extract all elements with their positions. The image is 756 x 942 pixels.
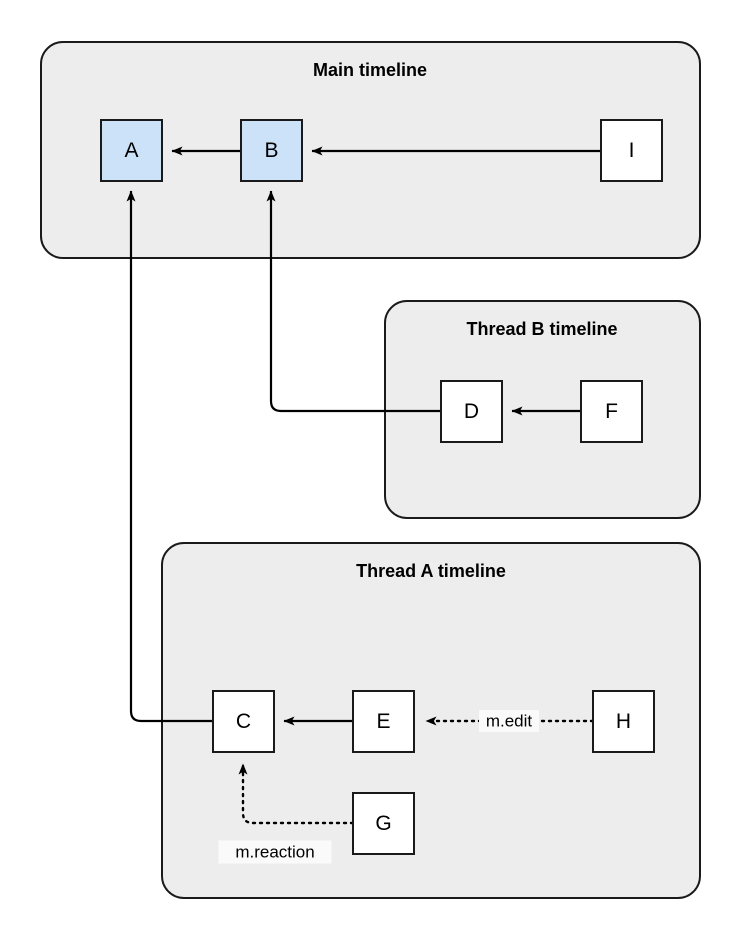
event-node-box-F[interactable]	[580, 380, 643, 443]
edge-D-to-B	[266, 190, 441, 413]
event-node-box-H[interactable]	[592, 690, 655, 753]
event-node-box-B[interactable]	[240, 119, 303, 182]
event-node-label-E: E	[376, 710, 390, 733]
event-node-D[interactable]: D	[440, 380, 503, 443]
event-node-H[interactable]: H	[592, 690, 655, 753]
event-node-box-C[interactable]	[212, 690, 275, 753]
timeline-group-title-thread-b: Thread B timeline	[466, 319, 617, 339]
edge-labels: m.edit m.reaction	[218, 710, 539, 864]
event-node-label-C: C	[236, 710, 251, 733]
edge-label-G-to-C: m.reaction	[218, 840, 332, 864]
timeline-group-box-thread-b	[384, 300, 701, 519]
event-node-label-F: F	[605, 400, 618, 423]
event-node-A[interactable]: A	[100, 119, 163, 182]
event-node-G[interactable]: G	[352, 792, 415, 855]
event-node-label-I: I	[629, 139, 635, 162]
edge-label-H-to-E: m.edit	[479, 710, 539, 732]
timeline-group-title-main: Main timeline	[313, 60, 427, 80]
timeline-group-title-thread-a: Thread A timeline	[356, 561, 506, 581]
event-node-box-G[interactable]	[352, 792, 415, 855]
edge-label-text-G-to-C: m.reaction	[235, 842, 314, 861]
event-node-label-A: A	[124, 139, 138, 162]
event-node-box-E[interactable]	[352, 690, 415, 753]
event-node-E[interactable]: E	[352, 690, 415, 753]
event-node-label-D: D	[464, 400, 479, 423]
event-node-box-D[interactable]	[440, 380, 503, 443]
event-node-I[interactable]: I	[600, 119, 663, 182]
event-node-B[interactable]: B	[240, 119, 303, 182]
timeline-group-thread-b: Thread B timeline	[384, 300, 701, 519]
event-node-label-H: H	[616, 710, 631, 733]
event-node-label-B: B	[264, 139, 278, 162]
edge-C-to-A	[126, 190, 213, 723]
event-nodes: A B I D F C E H G	[100, 119, 663, 855]
event-node-box-A[interactable]	[100, 119, 163, 182]
edge-label-text-H-to-E: m.edit	[486, 711, 533, 730]
event-node-label-G: G	[375, 812, 391, 835]
event-node-F[interactable]: F	[580, 380, 643, 443]
message-edges	[126, 146, 601, 825]
event-node-box-I[interactable]	[600, 119, 663, 182]
edge-label-plate-G-to-C	[218, 840, 332, 864]
edge-G-to-C	[238, 762, 355, 825]
event-node-C[interactable]: C	[212, 690, 275, 753]
edge-label-plate-H-to-E	[479, 710, 539, 732]
